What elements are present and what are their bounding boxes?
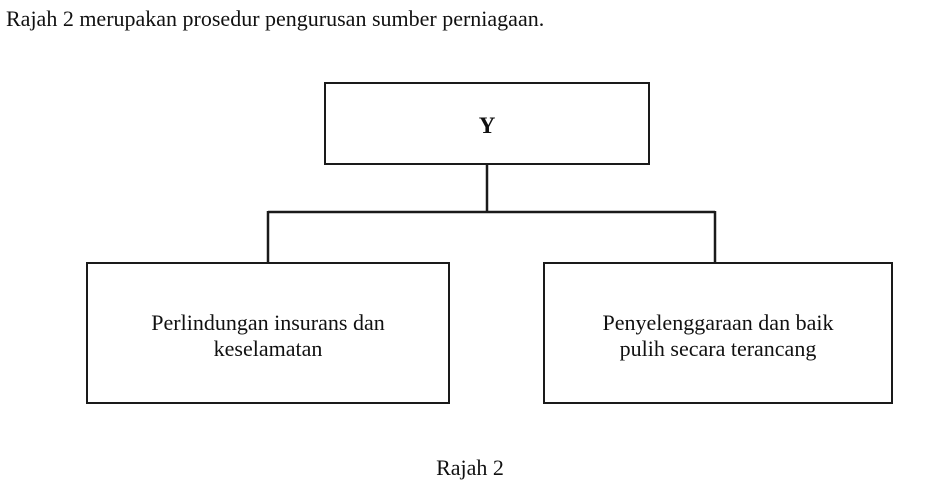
child-box-label: Perlindungan insurans dan keselamatan bbox=[151, 310, 385, 361]
child-box-label: Penyelenggaraan dan baik pulih secara te… bbox=[602, 310, 834, 361]
top-box-label: Y bbox=[478, 112, 496, 138]
diagram-top-box: Y bbox=[324, 82, 650, 165]
figure-caption: Rajah 2 bbox=[436, 455, 504, 480]
diagram-child-box-left: Perlindungan insurans dan keselamatan bbox=[86, 262, 450, 404]
intro-text: Rajah 2 merupakan prosedur pengurusan su… bbox=[6, 6, 545, 31]
diagram-child-box-right: Penyelenggaraan dan baik pulih secara te… bbox=[543, 262, 893, 404]
